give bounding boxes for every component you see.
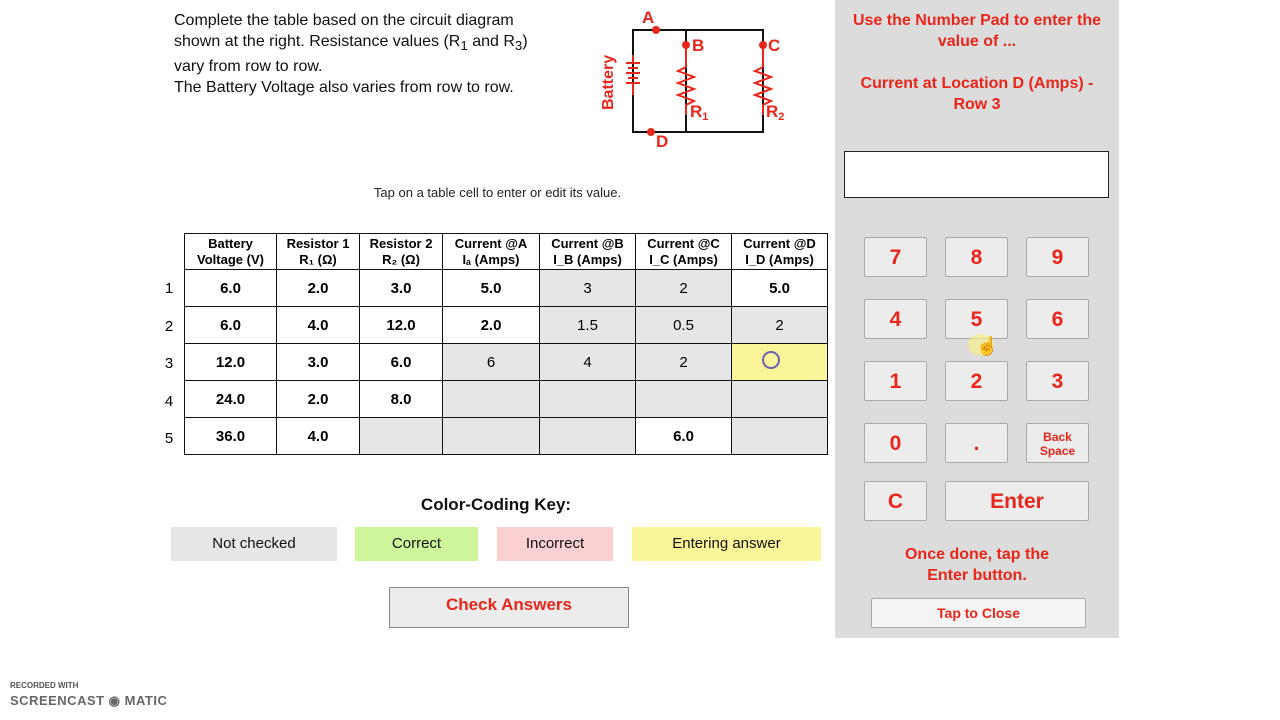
- table-cell[interactable]: [731, 417, 828, 455]
- point-c-label: C: [768, 36, 780, 55]
- numpad-key-5[interactable]: 5: [945, 299, 1008, 339]
- check-answers-button[interactable]: Check Answers: [389, 587, 629, 628]
- numpad-key-8[interactable]: 8: [945, 237, 1008, 277]
- row-number: 1: [164, 280, 174, 297]
- done-note: Once done, tap the Enter button.: [904, 546, 1049, 584]
- table-cell[interactable]: 12.0: [359, 306, 443, 344]
- numpad-key-3[interactable]: 3: [1026, 361, 1089, 401]
- table-cell[interactable]: 6: [442, 343, 540, 381]
- numpad-key-0[interactable]: 0: [864, 423, 927, 463]
- table-cell[interactable]: [539, 417, 636, 455]
- table-cell[interactable]: [539, 380, 636, 418]
- table-cell[interactable]: 3.0: [359, 269, 443, 307]
- table-cell[interactable]: 6.0: [184, 269, 277, 307]
- tap-to-close-button[interactable]: Tap to Close: [871, 598, 1086, 628]
- table-cell[interactable]: 2.0: [442, 306, 540, 344]
- key-entering: Entering answer: [632, 527, 821, 561]
- key-not-checked: Not checked: [171, 527, 337, 561]
- table-cell[interactable]: 24.0: [184, 380, 277, 418]
- table-cell[interactable]: 2: [635, 269, 732, 307]
- row-number: 5: [164, 430, 174, 447]
- r1-label: R1: [690, 102, 708, 123]
- table-cell[interactable]: 3: [539, 269, 636, 307]
- number-pad-panel: Use the Number Pad to enter the value of…: [835, 0, 1119, 638]
- table-cell[interactable]: 36.0: [184, 417, 277, 455]
- table-cell[interactable]: 8.0: [359, 380, 443, 418]
- table-cell[interactable]: 6.0: [635, 417, 732, 455]
- watermark-line1: RECORDED WITH: [10, 681, 79, 690]
- row-number: 4: [164, 392, 174, 410]
- table-cell[interactable]: [442, 380, 540, 418]
- enter-button[interactable]: Enter: [945, 481, 1089, 521]
- table-cell[interactable]: 2.0: [276, 380, 360, 418]
- circuit-diagram: A B C D R1 R2 Battery: [600, 8, 784, 151]
- numpad-key-6[interactable]: 6: [1026, 299, 1089, 339]
- table-cell[interactable]: 4.0: [276, 306, 360, 344]
- numpad-key-dot[interactable]: .: [945, 423, 1008, 463]
- r2-label: R2: [766, 102, 784, 123]
- clear-button[interactable]: C: [864, 481, 927, 521]
- watermark-logo: SCREENCAST ◉ MATIC: [10, 693, 168, 708]
- point-d-label: D: [656, 132, 668, 151]
- table-cell[interactable]: 2: [731, 306, 828, 344]
- table-cell[interactable]: 6.0: [359, 343, 443, 381]
- point-b-label: B: [692, 36, 704, 55]
- backspace-button[interactable]: Back Space: [1026, 423, 1089, 463]
- numpad-key-1[interactable]: 1: [864, 361, 927, 401]
- table-cell[interactable]: 4.0: [276, 417, 360, 455]
- table-cell[interactable]: 6.0: [184, 306, 277, 344]
- table-cell[interactable]: 5.0: [731, 269, 828, 307]
- numpad-key-7[interactable]: 7: [864, 237, 927, 277]
- key-incorrect: Incorrect: [497, 527, 613, 561]
- table-cell[interactable]: [635, 380, 732, 418]
- table-cell[interactable]: 1.5: [539, 306, 636, 344]
- numpad-key-2[interactable]: 2: [945, 361, 1008, 401]
- numpad-key-4[interactable]: 4: [864, 299, 927, 339]
- table-cell[interactable]: 0.5: [635, 306, 732, 344]
- instructions: Complete the table based on the circuit …: [174, 12, 528, 97]
- table-cell[interactable]: 3.0: [276, 343, 360, 381]
- table-cell[interactable]: [359, 417, 443, 455]
- key-correct: Correct: [355, 527, 478, 561]
- row-number: 2: [164, 317, 174, 335]
- table-cell[interactable]: 4: [539, 343, 636, 381]
- table-cell[interactable]: 5.0: [442, 269, 540, 307]
- cursor-circle-icon: [761, 351, 780, 369]
- table-cell[interactable]: [731, 343, 828, 381]
- key-title: Color-Coding Key:: [420, 495, 572, 514]
- value-input[interactable]: [844, 151, 1109, 198]
- numpad-key-9[interactable]: 9: [1026, 237, 1089, 277]
- table-cell[interactable]: 2.0: [276, 269, 360, 307]
- battery-label: Battery: [600, 55, 617, 110]
- table-cell[interactable]: 12.0: [184, 343, 277, 381]
- table-cell[interactable]: [442, 417, 540, 455]
- tap-note: Tap on a table cell to enter or edit its…: [373, 185, 622, 200]
- numpad-title: Use the Number Pad to enter the value of…: [852, 12, 1102, 113]
- table-cell[interactable]: 2: [635, 343, 732, 381]
- table-cell[interactable]: [731, 380, 828, 418]
- row-number: 3: [164, 355, 174, 372]
- point-a-label: A: [642, 8, 654, 27]
